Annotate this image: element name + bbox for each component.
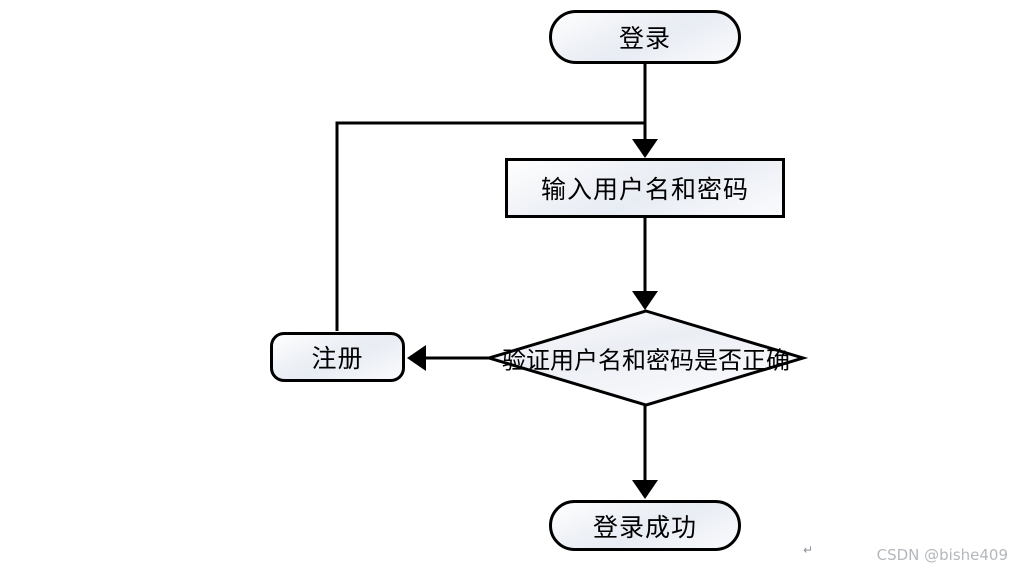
verify-node-label: 验证用户名和密码是否正确 xyxy=(502,346,790,375)
input-node-label: 输入用户名和密码 xyxy=(540,175,749,204)
terminator-node-login-success: 登录成功 xyxy=(549,500,741,551)
terminator-node-login: 登录 xyxy=(549,10,741,64)
process-node-input-credentials: 输入用户名和密码 xyxy=(505,158,785,218)
register-node-label: 注册 xyxy=(311,344,364,373)
edge-register-loop xyxy=(335,121,645,331)
success-node-label: 登录成功 xyxy=(592,512,697,542)
paragraph-return-mark: ↵ xyxy=(803,543,814,557)
login-node-label: 登录 xyxy=(618,24,671,53)
arrowhead-into-input xyxy=(632,139,658,158)
arrowhead-into-verify xyxy=(632,291,658,310)
decision-node-verify xyxy=(483,309,809,407)
arrowhead-into-register xyxy=(407,345,426,371)
arrowhead-into-success xyxy=(632,480,658,499)
csdn-watermark: CSDN @bishe409 xyxy=(876,546,1008,564)
terminator-node-register: 注册 xyxy=(270,332,405,382)
